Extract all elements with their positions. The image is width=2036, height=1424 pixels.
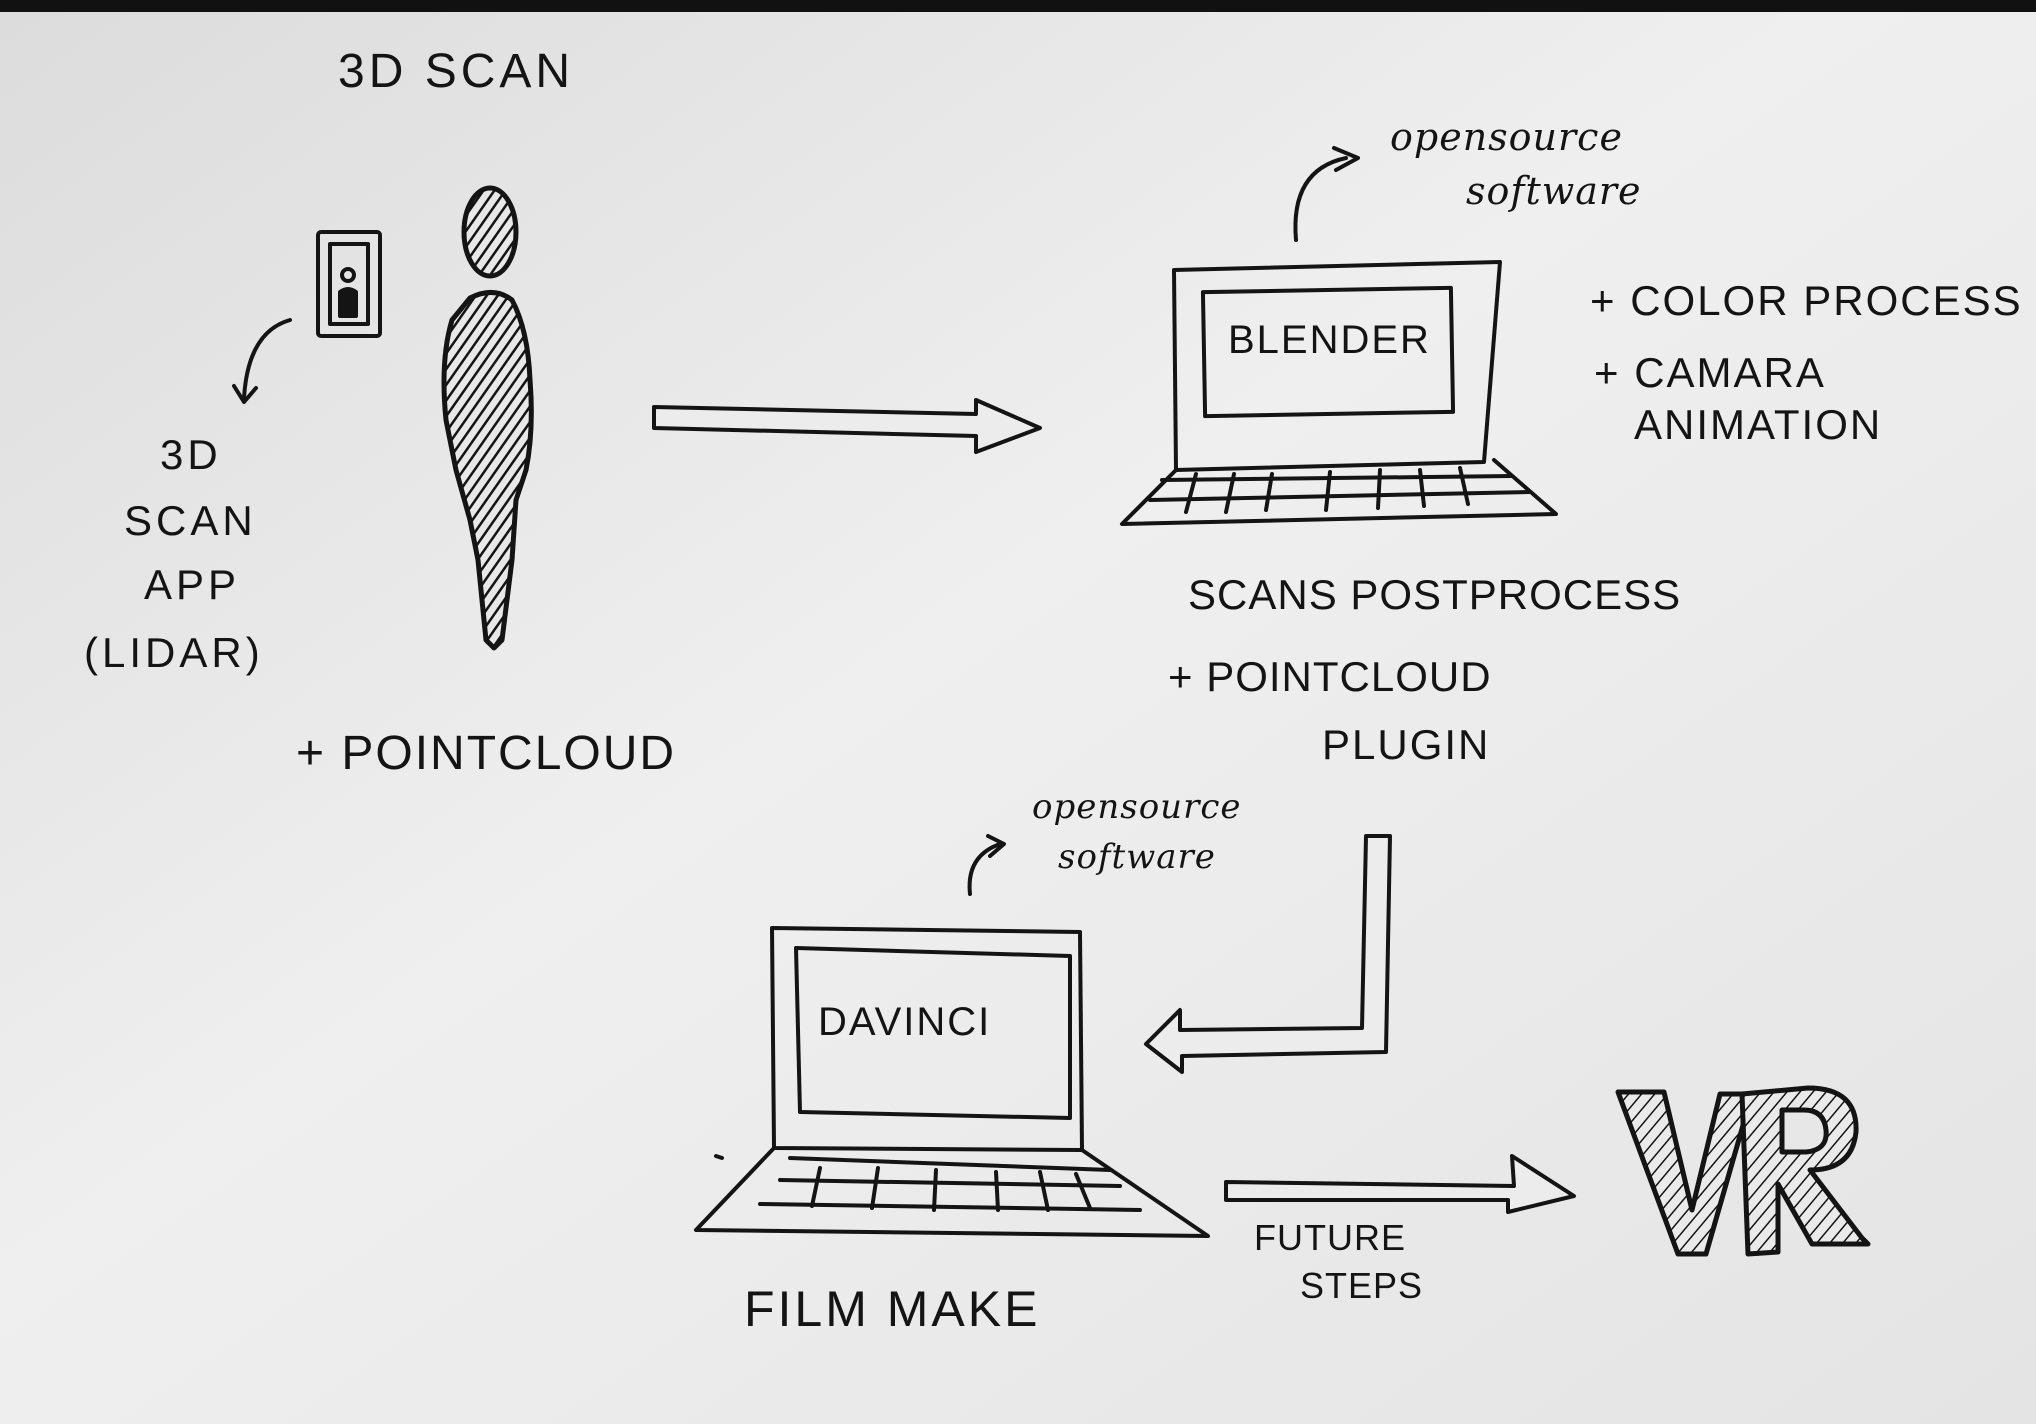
pointcloud-label: + POINTCLOUD [296,730,676,778]
opensource-bottom-line-1: opensource [1032,790,1241,824]
blender-screen-label: BLENDER [1228,318,1431,363]
blender-note-1: + COLOR PROCESS [1590,280,2023,322]
top-dark-edge [0,0,2036,12]
postprocess-line-2: + POINTCLOUD [1168,656,1492,698]
scan-title: 3D SCAN [338,48,574,96]
blender-note-3: ANIMATION [1634,404,1882,446]
future-steps-line-2: STEPS [1300,1268,1423,1304]
opensource-top-line-1: opensource [1390,118,1623,156]
future-steps-line-1: FUTURE [1254,1220,1406,1256]
postprocess-line-3: PLUGIN [1322,724,1490,766]
scan-app-line-3: APP [144,564,240,606]
blender-note-2: + CAMARA [1594,352,1826,394]
opensource-top-line-2: software [1466,172,1642,210]
postprocess-line-1: SCANS POSTPROCESS [1188,574,1681,616]
davinci-screen-label: DAVINCI [818,1000,991,1045]
paper-background [0,10,2036,1424]
opensource-bottom-line-2: software [1058,840,1216,874]
scan-app-line-1: 3D [160,434,222,476]
scan-app-line-4: (LIDAR) [84,632,264,674]
film-make-label: FILM MAKE [744,1284,1040,1334]
scan-app-line-2: SCAN [124,500,257,542]
